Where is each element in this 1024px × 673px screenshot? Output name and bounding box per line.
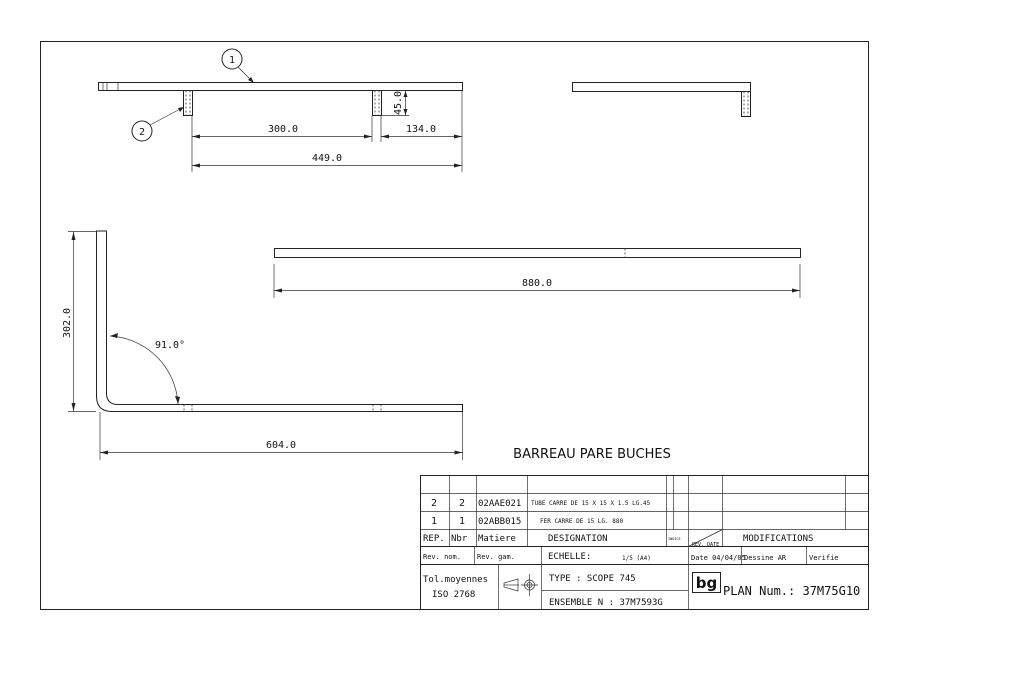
top-view-bar [98, 82, 463, 91]
dim-134-label: 134.0 [406, 124, 436, 135]
top-view-tube-left [183, 90, 193, 116]
header-matiere: Matiere [478, 534, 516, 544]
front-view-outer-profile [96, 230, 463, 412]
sheet-border [40, 41, 869, 610]
ensemble: ENSEMBLE N : 37M7593G [549, 598, 663, 608]
row-2-matiere: 02AAE021 [478, 499, 521, 509]
top-view: 1 2 300.0 134.0 [98, 48, 463, 172]
header-rev-date: REV. DATE [692, 542, 719, 548]
dim-134: 134.0 [380, 91, 463, 172]
side-view [572, 82, 751, 117]
row-2-designation: TUBE CARRE DE 15 X 15 X 1.5 LG.45 [531, 500, 651, 507]
dim-880-label: 880.0 [522, 278, 552, 289]
row-2-nbr: 2 [459, 498, 465, 509]
projection-symbol-icon [503, 574, 538, 596]
title-block: 2 2 02AAE021 TUBE CARRE DE 15 X 15 X 1.5… [420, 475, 869, 610]
row-2-rep: 2 [431, 498, 437, 509]
drawing-title: BARREAU PARE BUCHES [513, 447, 671, 462]
top-view-tube-right [372, 90, 382, 116]
echelle-value: 1/5 (A4) [622, 555, 651, 562]
rev-nom: Rev. nom. [423, 553, 461, 561]
rev-gam: Rev. gam. [477, 553, 515, 561]
dim-300-label: 300.0 [268, 124, 298, 135]
date: Date 04/04/05 [691, 554, 746, 562]
header-rep: REP. [423, 534, 445, 544]
dim-449-label: 449.0 [312, 153, 342, 164]
dim-604: 604.0 [99, 412, 463, 460]
balloon-1-label: 1 [229, 55, 235, 66]
verifie: Verifie [809, 554, 839, 562]
header-modifications: MODIFICATIONS [743, 534, 813, 544]
dim-angle-label: 91.0° [155, 340, 185, 351]
balloon-2-label: 2 [139, 127, 145, 138]
bg-logo: bg [692, 572, 721, 593]
echelle-label: ECHELLE: [548, 552, 591, 562]
dim-604-label: 604.0 [266, 440, 296, 451]
header-designation: DESIGNATION [548, 534, 608, 544]
dim-angle: 91.0° [109, 333, 185, 405]
dim-449: 449.0 [192, 153, 462, 168]
tolerance-line-2: ISO 2768 [432, 590, 475, 600]
dim-302-label: 302.0 [62, 308, 73, 338]
plan-number: PLAN Num.: 37M75G10 [723, 584, 860, 598]
balloon-2: 2 [131, 107, 184, 142]
dim-302: 302.0 [62, 231, 96, 412]
row-1-matiere: 02ABB015 [478, 517, 521, 527]
dim-300: 300.0 [191, 116, 373, 172]
dessine: Dessine AR [744, 554, 787, 562]
dim-880: 880.0 [274, 278, 800, 293]
row-1-nbr: 1 [459, 516, 465, 527]
tolerance-line-1: Tol.moyennes [423, 575, 488, 585]
row-1-rep: 1 [431, 516, 437, 527]
header-nbr: Nbr [451, 534, 468, 544]
balloon-1: 1 [221, 48, 254, 83]
row-1-designation: FER CARRE DE 15 LG. 880 [540, 518, 623, 525]
dim-45-label: 45.0 [393, 91, 404, 115]
logo-text: bg [696, 574, 717, 592]
dim-45: 45.0 [381, 90, 409, 116]
front-view: 302.0 91.0° 604.0 [62, 230, 463, 460]
type: TYPE : SCOPE 745 [549, 574, 636, 584]
header-indice: INDICE [668, 537, 681, 541]
bar-detail-view: 880.0 [273, 248, 801, 298]
